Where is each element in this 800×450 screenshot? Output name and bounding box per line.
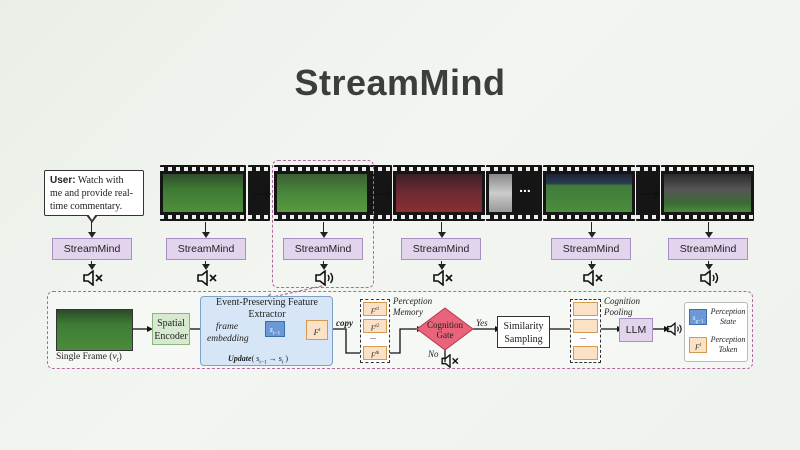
similarity-sampling-box: Similarity Sampling: [497, 316, 550, 348]
video-frame-2: [277, 174, 367, 212]
single-frame-image: [56, 309, 133, 351]
frames-ellipsis: ...: [519, 179, 531, 195]
legend-token-chip: Ft: [689, 337, 707, 353]
memory-token-1: Ft1: [363, 302, 387, 316]
llm-box: LLM: [619, 318, 653, 342]
arrow-down: [200, 261, 212, 270]
arrow-down: [86, 222, 98, 238]
film-strip-3: [393, 165, 485, 221]
speaker-muted-icon: [583, 270, 603, 286]
user-prompt-text: Watch with me and provide real-time comm…: [50, 175, 134, 212]
film-strip-ellipsis: ...: [486, 165, 542, 221]
user-label: User:: [50, 175, 76, 186]
film-perforation: [248, 215, 270, 219]
film-strip-5: [661, 165, 754, 221]
arrow-down: [703, 261, 715, 270]
perception-token-chip: Ft: [306, 320, 328, 340]
perception-memory-label: Perception Memory: [393, 296, 433, 317]
arrow-right: [641, 189, 660, 199]
video-frame-3: [396, 174, 482, 212]
legend-state-text: Perception State: [710, 307, 746, 326]
user-speech-bubble: User: Watch with me and provide real-tim…: [44, 170, 144, 216]
film-perforation: [248, 167, 270, 171]
streammind-box: StreamMind: [401, 238, 481, 260]
legend-state-chip: sg−1: [689, 309, 707, 325]
film-strip-2: [274, 165, 370, 221]
video-frame-4: [546, 174, 632, 212]
film-perforation: [274, 167, 370, 171]
arrow-down: [318, 261, 330, 270]
film-perforation: [636, 215, 660, 219]
arrow-down: [703, 222, 715, 238]
pool-token: [573, 302, 598, 316]
frame-embedding-label: frame embedding: [207, 322, 249, 344]
film-perforation: [393, 167, 485, 171]
streammind-box: StreamMind: [166, 238, 246, 260]
speech-bubble-tail: [86, 213, 98, 223]
perception-state-chip: st−1: [265, 321, 285, 337]
arrow-right: [252, 189, 271, 199]
speaker-speaking-icon: [666, 322, 682, 336]
cognition-gate-label: Cognition Gate: [426, 320, 463, 340]
memory-token-k: Ftk: [363, 346, 387, 360]
film-perforation: [543, 167, 635, 171]
streammind-box: StreamMind: [52, 238, 132, 260]
arrow-down: [436, 222, 448, 238]
streammind-box: StreamMind: [551, 238, 631, 260]
film-perforation: [661, 215, 754, 219]
film-perforation: [160, 215, 246, 219]
film-perforation: [393, 215, 485, 219]
speaker-speaking-icon: [315, 270, 334, 286]
arrow-down: [318, 222, 330, 238]
streammind-box: StreamMind: [283, 238, 363, 260]
film-perforation: [543, 215, 635, 219]
cognition-pooling-label: Cognition Pooling: [604, 296, 641, 317]
pool-token: [573, 346, 598, 360]
film-perforation: [636, 167, 660, 171]
video-frame-blurry: [489, 174, 512, 212]
film-perforation: [160, 167, 246, 171]
single-frame-label: Single Frame (vt): [56, 352, 122, 364]
yes-label: Yes: [476, 318, 488, 328]
film-perforation: [486, 167, 542, 171]
speaker-speaking-icon: [700, 270, 719, 286]
speaker-muted-icon: [441, 354, 459, 368]
film-perforation: [661, 167, 754, 171]
arrow-down: [86, 261, 98, 270]
extractor-title: Event-Preserving Feature Extractor: [216, 297, 318, 320]
arrow-down: [586, 222, 598, 238]
arrow-down: [436, 261, 448, 270]
speaker-muted-icon: [83, 270, 103, 286]
speaker-muted-icon: [433, 270, 453, 286]
arrow-right: [373, 189, 392, 199]
film-perforation: [370, 167, 392, 171]
copy-label: copy: [336, 318, 353, 328]
legend-token-text: Perception Token: [710, 335, 746, 354]
update-rule: Update( st−1 → st ): [228, 354, 289, 366]
arrow-down: [200, 222, 212, 238]
film-strip-1: [160, 165, 246, 221]
arrow-down: [586, 261, 598, 270]
film-perforation: [274, 215, 370, 219]
spatial-encoder-box: Spatial Encoder: [152, 313, 190, 345]
pool-ellipsis: ...: [580, 332, 586, 341]
memory-ellipsis: ...: [370, 332, 376, 341]
video-frame-5: [664, 174, 751, 212]
film-perforation: [486, 215, 542, 219]
page-title: StreamMind: [294, 62, 506, 103]
no-label: No: [428, 349, 439, 359]
pool-token: [573, 319, 598, 333]
memory-token-2: Ft2: [363, 319, 387, 333]
film-strip-4: [543, 165, 635, 221]
video-frame-1: [163, 174, 243, 212]
streammind-box: StreamMind: [668, 238, 748, 260]
film-perforation: [370, 215, 392, 219]
speaker-muted-icon: [197, 270, 217, 286]
selected-frame-highlight: [272, 160, 374, 288]
